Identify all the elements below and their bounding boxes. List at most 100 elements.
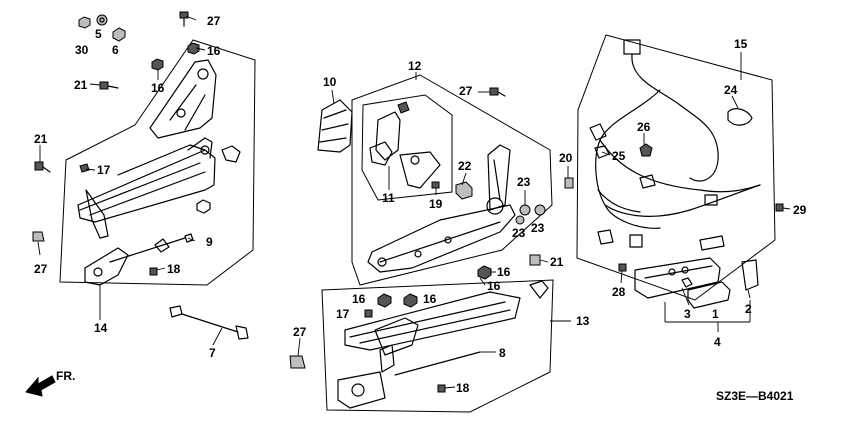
callout-20: 20 xyxy=(559,151,573,165)
rail-riser xyxy=(187,137,213,159)
screw-29 xyxy=(775,203,784,212)
knob-1 xyxy=(687,281,731,309)
nut-16-lower-a xyxy=(377,293,392,308)
cable-end-right xyxy=(235,325,249,340)
cable-wire xyxy=(181,313,239,333)
harness-connector xyxy=(629,234,643,248)
group-13-parts xyxy=(337,280,549,409)
callout-23b: 23 xyxy=(512,226,526,240)
slide-cable xyxy=(109,237,186,263)
harness-clip-24 xyxy=(727,108,753,126)
slide-bolt xyxy=(93,267,103,277)
fr-label: FR. xyxy=(56,369,75,383)
callout-21b: 21 xyxy=(34,132,48,146)
group-12-parts xyxy=(367,144,546,273)
callout-23a: 23 xyxy=(517,175,531,189)
motor-connector xyxy=(397,101,410,114)
callout-8: 8 xyxy=(499,346,506,360)
leader-lines xyxy=(37,15,791,389)
harness-connector xyxy=(639,174,656,189)
screw-28 xyxy=(618,263,627,272)
clip-26 xyxy=(639,143,653,157)
bolt-27-mid-shank xyxy=(497,91,506,97)
harness-connector xyxy=(704,194,718,206)
callout-27c: 27 xyxy=(459,84,473,98)
callout-22: 22 xyxy=(458,159,472,173)
track-cable xyxy=(394,351,481,376)
front-direction-arrow: FR. xyxy=(25,369,75,397)
recliner-gear xyxy=(486,197,504,215)
lower-slide xyxy=(84,247,129,286)
knob-small xyxy=(681,277,693,288)
callout-19: 19 xyxy=(429,197,443,211)
callout-23c: 23 xyxy=(531,221,545,235)
bracket-bolt-hole xyxy=(176,108,186,118)
bolt-21-left xyxy=(34,161,44,171)
switch-parts xyxy=(618,235,759,332)
base-hole xyxy=(444,236,452,244)
cable-end xyxy=(154,233,194,253)
bolt-27-lower xyxy=(289,355,306,369)
callout-25: 25 xyxy=(612,149,626,163)
cable-end-left xyxy=(169,305,183,318)
bolt-21-left-shank xyxy=(42,166,51,173)
bracket-bolt-hole xyxy=(197,68,209,80)
bolt-17-lower xyxy=(364,309,373,318)
rail-nut xyxy=(196,199,211,214)
callout-29: 29 xyxy=(793,203,807,217)
callout-labels: 1 2 3 4 5 6 7 8 9 10 11 12 13 14 15 16 1… xyxy=(34,14,807,395)
callout-6: 6 xyxy=(112,43,119,57)
motor-body xyxy=(375,111,401,161)
arrow-shape xyxy=(25,375,56,397)
washer-5 xyxy=(96,14,108,26)
part-10-cover xyxy=(317,99,353,153)
bolt-17-left xyxy=(79,163,90,173)
knob-2 xyxy=(741,259,759,291)
rail-side-plate xyxy=(85,189,109,239)
screw-19 xyxy=(431,181,440,189)
callout-18a: 18 xyxy=(167,262,181,276)
callout-27d: 27 xyxy=(293,325,307,339)
frame-group-11 xyxy=(361,94,453,201)
callout-11: 11 xyxy=(382,191,395,205)
callout-16f: 16 xyxy=(423,292,437,306)
seat-rail-left xyxy=(77,144,216,223)
harness-main xyxy=(595,54,761,229)
callout-24: 24 xyxy=(724,83,738,97)
part-7-cable xyxy=(169,305,249,340)
callout-26: 26 xyxy=(637,120,651,134)
bolt-27-mid xyxy=(489,87,499,96)
switch-knob xyxy=(681,266,689,274)
track-slider xyxy=(379,344,395,373)
frame-group-14 xyxy=(59,39,256,286)
callout-16c: 16 xyxy=(497,265,511,279)
nut-16-lower-b xyxy=(403,293,418,308)
nut-23-b xyxy=(534,204,546,216)
bolt-21-shank xyxy=(107,85,119,89)
rail-clip xyxy=(221,145,241,163)
callout-7: 7 xyxy=(209,346,216,360)
callout-28: 28 xyxy=(612,285,626,299)
bolt-21-mid xyxy=(529,254,541,266)
harness-wire xyxy=(597,184,761,217)
switch-knob xyxy=(668,268,676,276)
callout-21a: 21 xyxy=(74,78,88,92)
group-15-parts xyxy=(589,39,784,248)
group-11-parts xyxy=(369,101,441,189)
callout-3: 3 xyxy=(684,307,691,321)
callout-17a: 17 xyxy=(97,163,111,177)
track-motor xyxy=(337,371,386,409)
callout-21c: 21 xyxy=(550,255,564,269)
harness-connector xyxy=(589,123,607,141)
callout-2: 2 xyxy=(745,302,752,316)
base-plate xyxy=(367,204,516,273)
bolt-20 xyxy=(564,177,574,189)
base-hole xyxy=(414,250,422,258)
recliner-arm xyxy=(487,144,511,211)
track-bracket xyxy=(374,317,419,356)
nut-6 xyxy=(112,27,126,42)
clip-25 xyxy=(594,145,610,159)
callout-13: 13 xyxy=(576,314,590,328)
callout-15: 15 xyxy=(734,37,748,51)
switch-connector xyxy=(699,235,725,251)
